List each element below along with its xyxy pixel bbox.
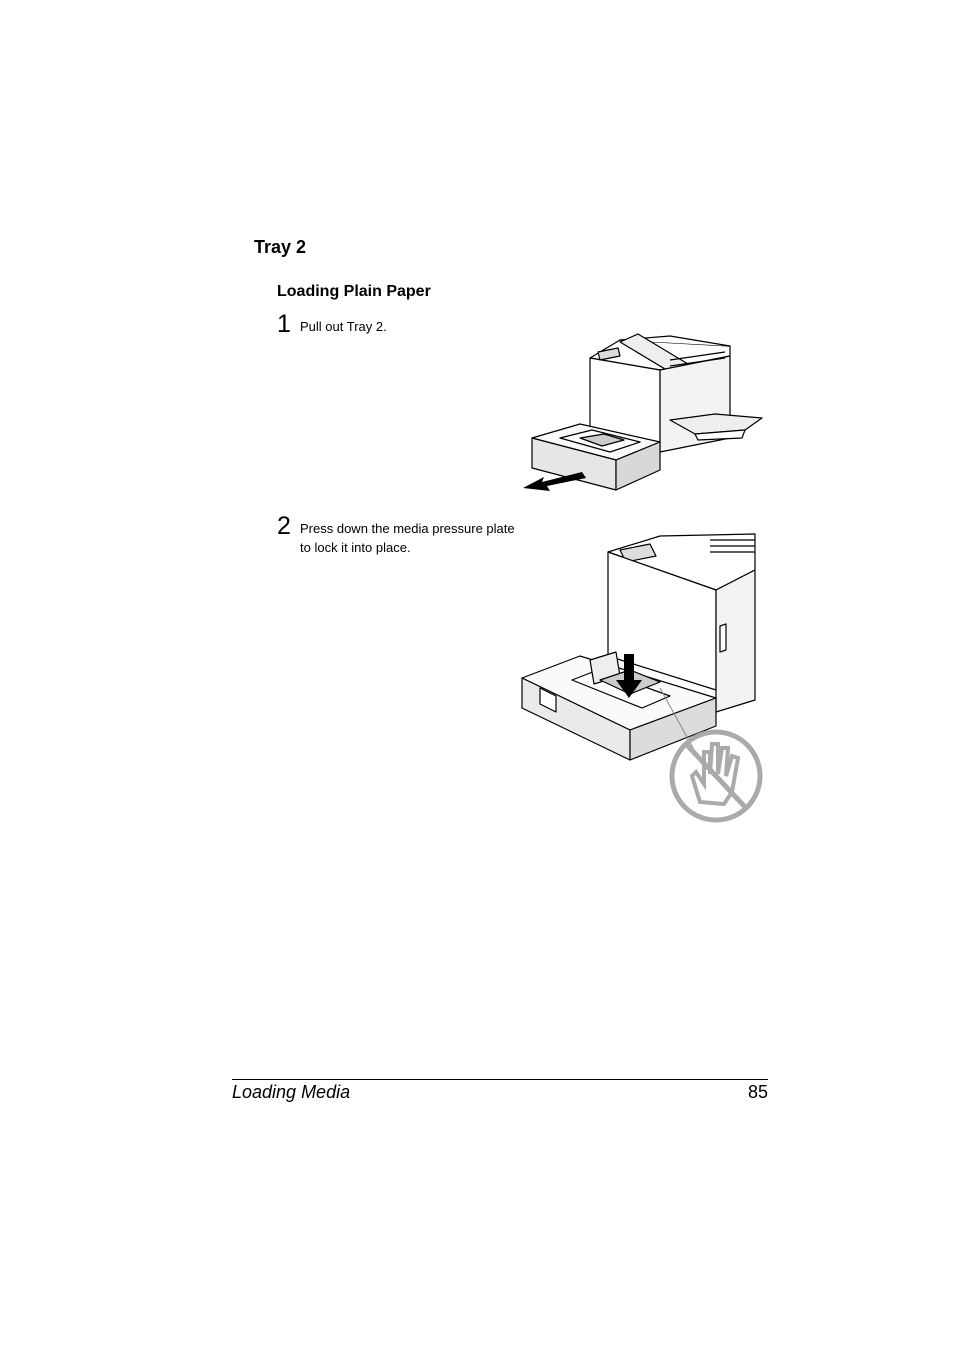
step-1-number: 1 (277, 310, 291, 338)
subsection-title: Loading Plain Paper (277, 283, 431, 300)
footer-page-number: 85 (747, 1082, 768, 1102)
step-1-text: Pull out Tray 2. (300, 319, 387, 334)
printer-tray-illustration (521, 533, 763, 823)
press-down-arrow-icon (616, 654, 642, 698)
no-touch-hand-icon (669, 729, 763, 823)
printer-illustration (523, 333, 763, 491)
pull-arrow-icon (523, 472, 586, 491)
section-title: Tray 2 (254, 237, 307, 257)
footer-chapter: Loading Media (232, 1082, 351, 1102)
step-2-text: Press down the media pressure plate to l… (300, 521, 515, 555)
step-2-number: 2 (277, 512, 291, 540)
figure-pull-out-tray (520, 330, 765, 498)
figure-press-plate (520, 530, 765, 830)
footer-rule (232, 1079, 768, 1080)
